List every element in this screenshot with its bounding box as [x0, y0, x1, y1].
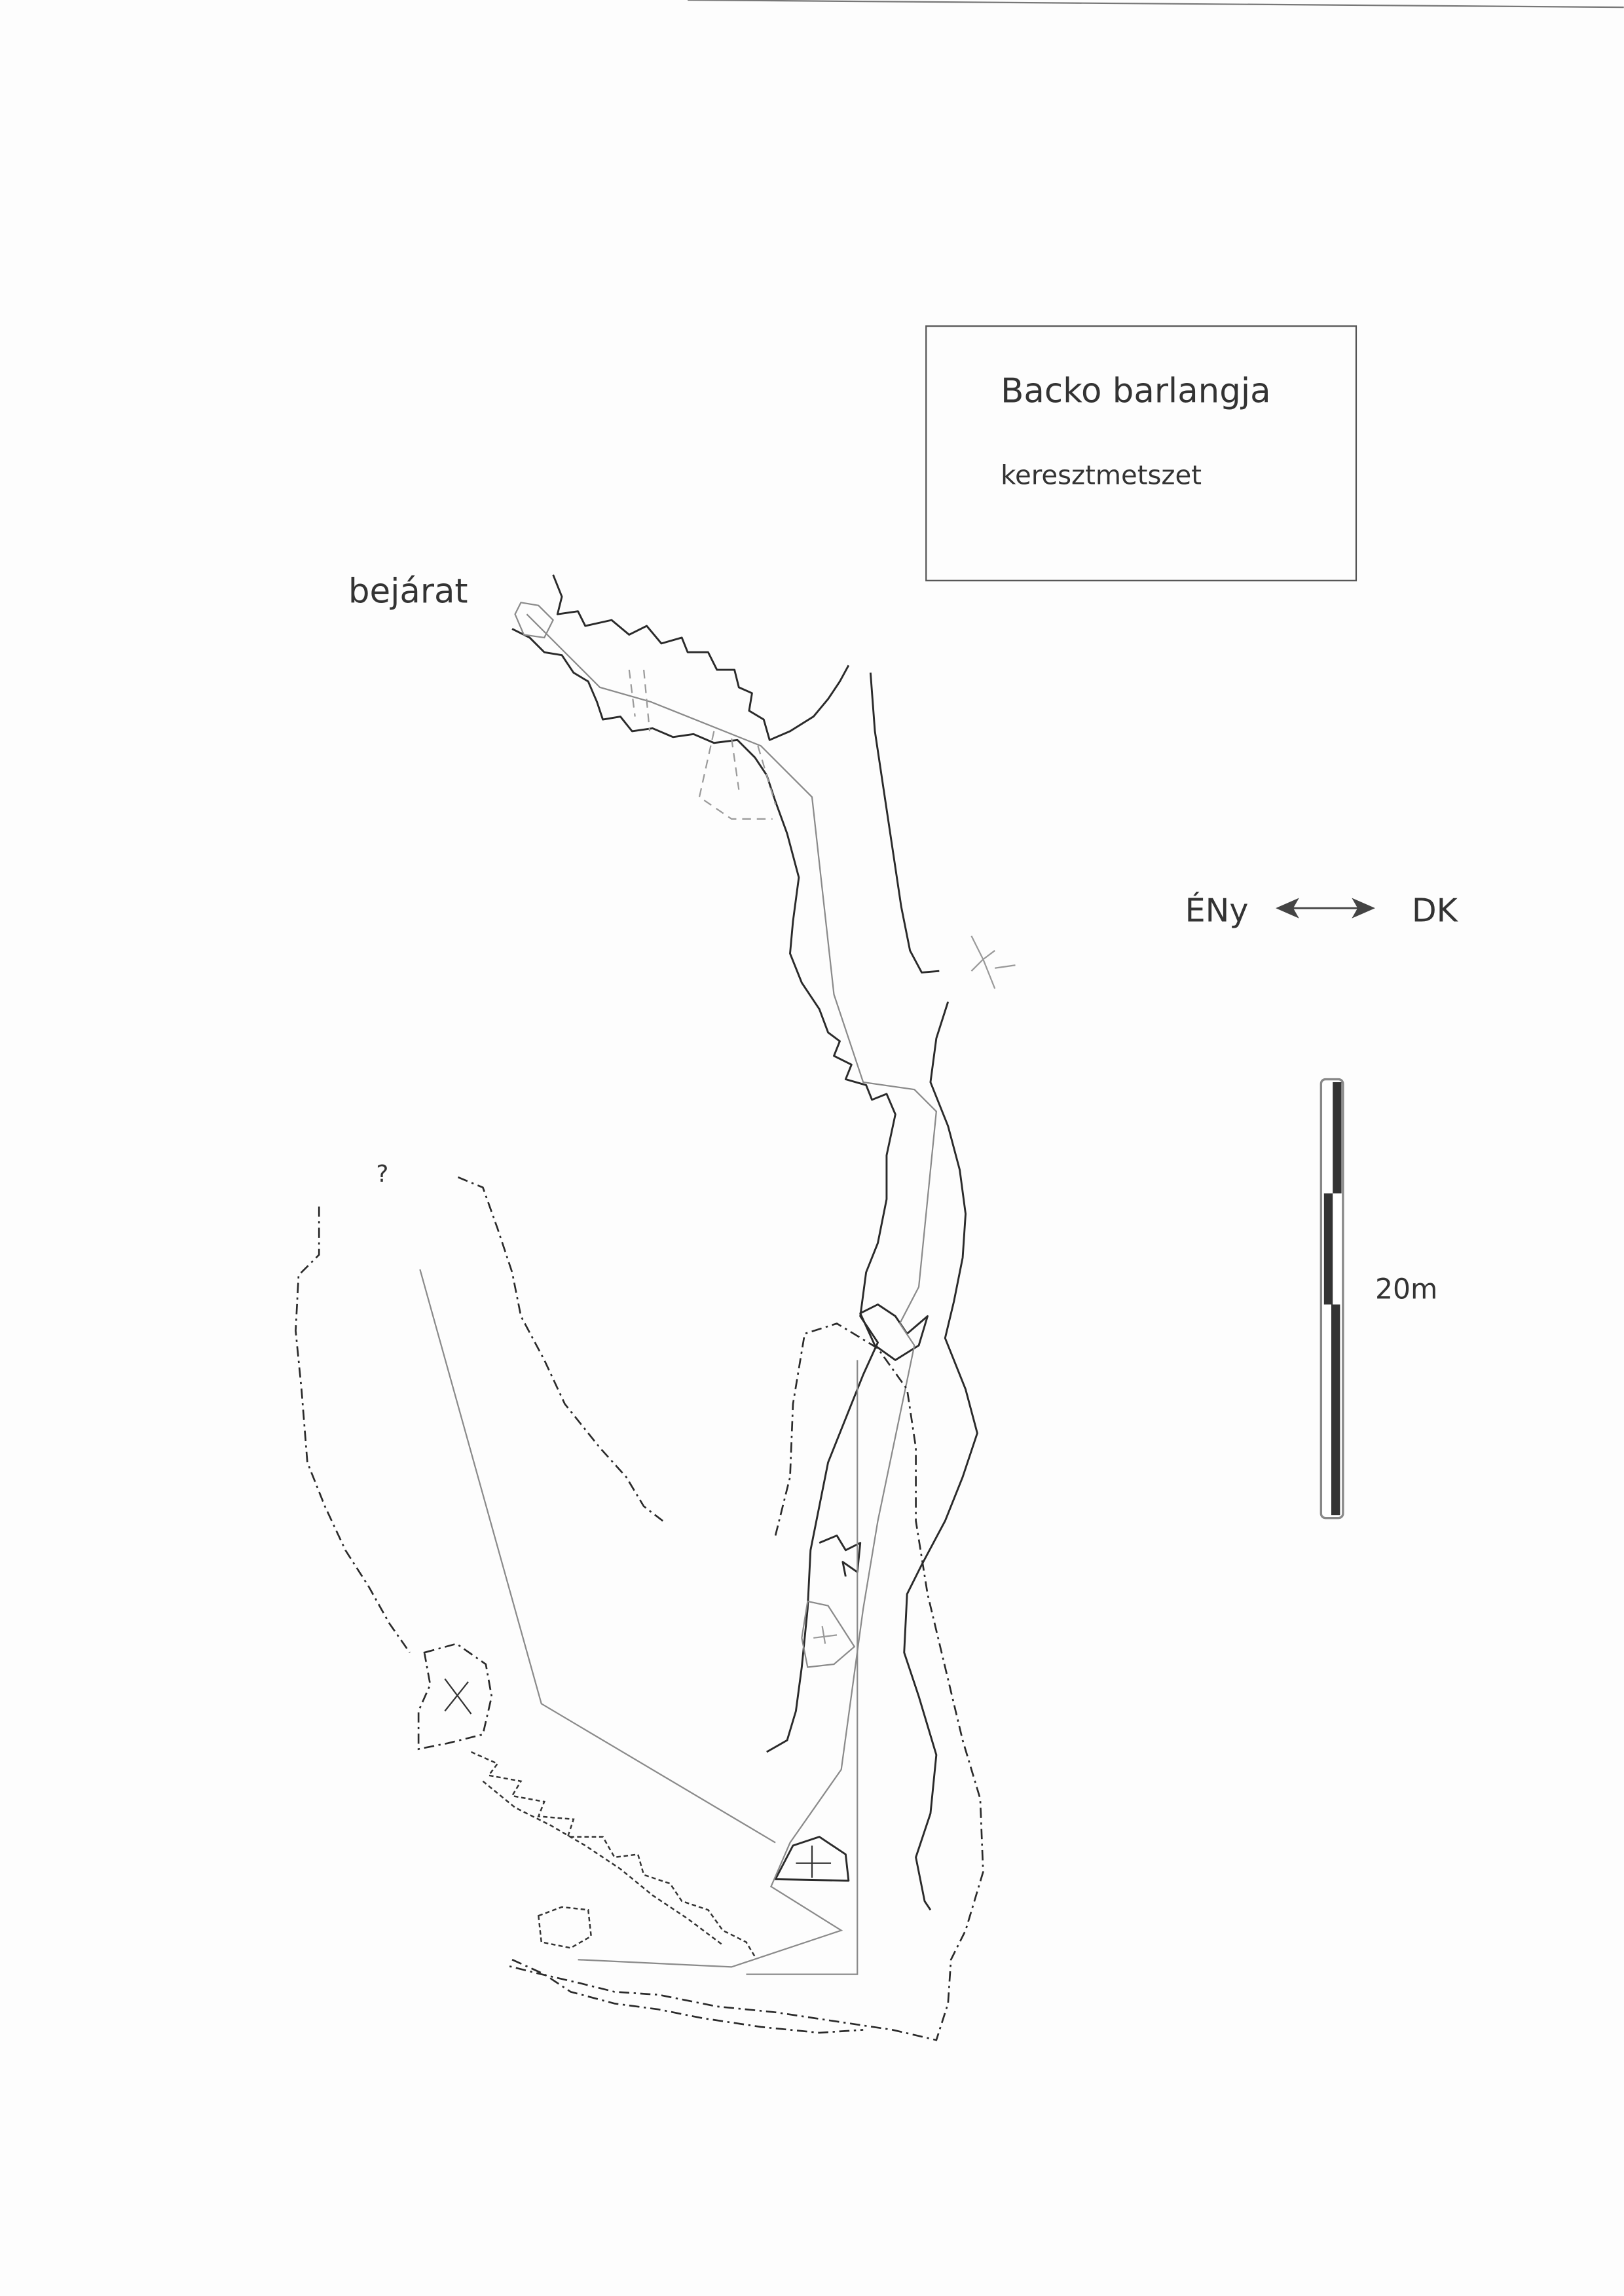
- gray-chamber-mark-icon: [813, 1626, 838, 1644]
- survey-lines: [419, 602, 1016, 1975]
- blob-with-cross: [417, 1643, 493, 1751]
- cave-walls: [511, 574, 978, 1911]
- entrance-label: bejárat: [348, 572, 468, 611]
- projected-passages: [628, 669, 777, 820]
- entrance-blob: [514, 602, 554, 639]
- double-arrow-icon: [1276, 898, 1375, 919]
- outline-bottom: [511, 1959, 864, 2034]
- dashed-passage-2: [698, 731, 777, 820]
- title-box-frame: [925, 325, 1357, 581]
- right-wall-lower: [903, 1001, 978, 1911]
- lower-level-outlines: [295, 1176, 984, 2041]
- blob-cross-icon: [444, 1678, 472, 1715]
- direction-se-label: DK: [1412, 891, 1459, 929]
- right-wall-upper: [869, 672, 940, 974]
- outline-right: [506, 1322, 984, 2041]
- scale-bar: 20m: [1320, 1078, 1437, 1520]
- chamber-cross-icon: [796, 1846, 832, 1878]
- scan-edge-line: [688, 0, 1624, 9]
- small-zigzag: [819, 1534, 862, 1577]
- outline-far-left: [295, 1206, 411, 1653]
- title-box: Backo barlangja keresztmetszet: [925, 325, 1357, 581]
- map-title: Backo barlangja: [1001, 371, 1270, 410]
- survey-main-line: [526, 613, 938, 1968]
- lower-left-wall: [511, 628, 896, 1753]
- dashed-passage-1: [628, 669, 651, 731]
- small-blob: [537, 1906, 593, 1949]
- bottom-jagged-outline: [471, 1751, 756, 1958]
- direction-nw-label: ÉNy: [1185, 890, 1249, 929]
- outline-inner-left: [457, 1176, 663, 1522]
- survey-left-branch: [419, 1269, 776, 1844]
- rockfall-symbol-icon: [970, 936, 1016, 989]
- gray-chamber: [801, 1600, 856, 1668]
- survey-vertical-branch: [746, 1360, 858, 1975]
- zigzag-passage: [859, 1303, 929, 1361]
- unknown-marker: ?: [376, 1161, 388, 1188]
- orientation-indicator: ÉNy DK: [1185, 890, 1459, 929]
- upper-wall: [552, 574, 850, 741]
- map-subtitle: keresztmetszet: [1001, 460, 1202, 490]
- scale-bar-label: 20m: [1375, 1274, 1437, 1306]
- bottom-jagged-outline-2: [482, 1780, 724, 1946]
- chamber-outline: [774, 1836, 850, 1882]
